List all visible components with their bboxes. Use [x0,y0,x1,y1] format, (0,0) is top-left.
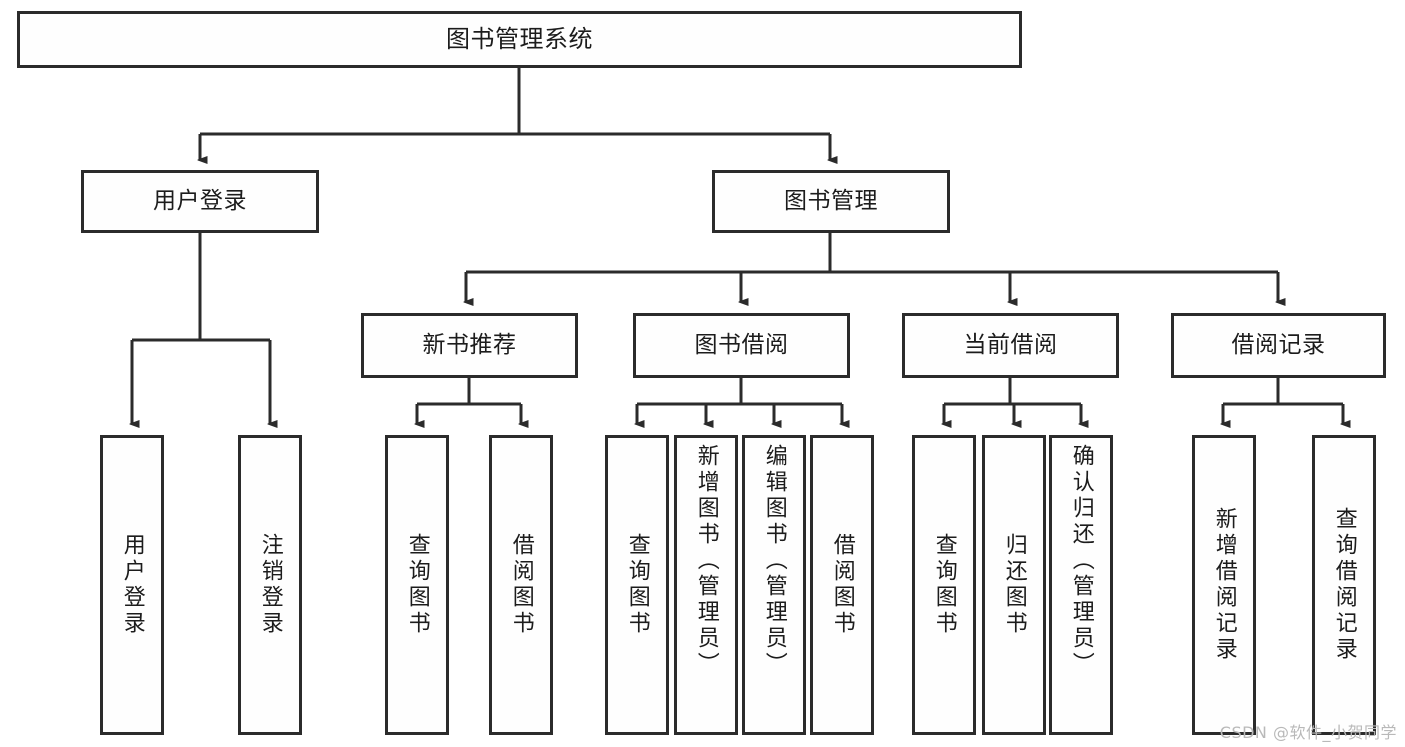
node-user-login[interactable]: 用户登录 [81,170,319,233]
node-book-management[interactable]: 图书管理 [712,170,950,233]
leaf-add-borrow-record[interactable]: 新增借阅记录 [1192,435,1256,735]
leaf-query-book-current[interactable]: 查询图书 [912,435,976,735]
node-label: 图书管理系统 [446,24,593,53]
node-label: 确认归还（管理员） [1068,444,1094,678]
node-label: 图书借阅 [694,332,789,359]
node-label: 编辑图书（管理员） [761,444,787,678]
node-book-borrow[interactable]: 图书借阅 [633,313,850,378]
leaf-query-book-borrow[interactable]: 查询图书 [605,435,669,735]
leaf-edit-book-admin[interactable]: 编辑图书（管理员） [742,435,806,735]
node-root-book-management-system[interactable]: 图书管理系统 [17,11,1022,68]
leaf-add-book-admin[interactable]: 新增图书（管理员） [674,435,738,735]
node-label: 注销登录 [257,533,283,637]
node-label: 新增图书（管理员） [693,444,719,678]
node-label: 归还图书 [1001,533,1027,637]
node-label: 借阅记录 [1231,332,1326,359]
leaf-user-login[interactable]: 用户登录 [100,435,164,735]
node-label: 借阅图书 [829,533,855,637]
node-label: 新书推荐 [422,332,517,359]
leaf-query-borrow-record[interactable]: 查询借阅记录 [1312,435,1376,735]
node-borrow-record[interactable]: 借阅记录 [1171,313,1386,378]
leaf-logout[interactable]: 注销登录 [238,435,302,735]
leaf-confirm-return-admin[interactable]: 确认归还（管理员） [1049,435,1113,735]
node-label: 用户登录 [119,533,145,637]
node-label: 当前借阅 [963,332,1058,359]
node-label: 查询图书 [931,533,957,637]
leaf-borrow-book[interactable]: 借阅图书 [810,435,874,735]
leaf-query-book-recommend[interactable]: 查询图书 [385,435,449,735]
node-label: 查询借阅记录 [1331,507,1357,663]
node-current-borrow[interactable]: 当前借阅 [902,313,1119,378]
node-label: 新增借阅记录 [1211,507,1237,663]
node-new-book-recommend[interactable]: 新书推荐 [361,313,578,378]
leaf-return-book[interactable]: 归还图书 [982,435,1046,735]
node-label: 用户登录 [153,188,247,215]
node-label: 借阅图书 [508,533,534,637]
watermark: CSDN @软件_小贺同学 [1219,723,1397,742]
node-label: 查询图书 [624,533,650,637]
leaf-borrow-book-recommend[interactable]: 借阅图书 [489,435,553,735]
node-label: 图书管理 [784,188,878,215]
node-label: 查询图书 [404,533,430,637]
